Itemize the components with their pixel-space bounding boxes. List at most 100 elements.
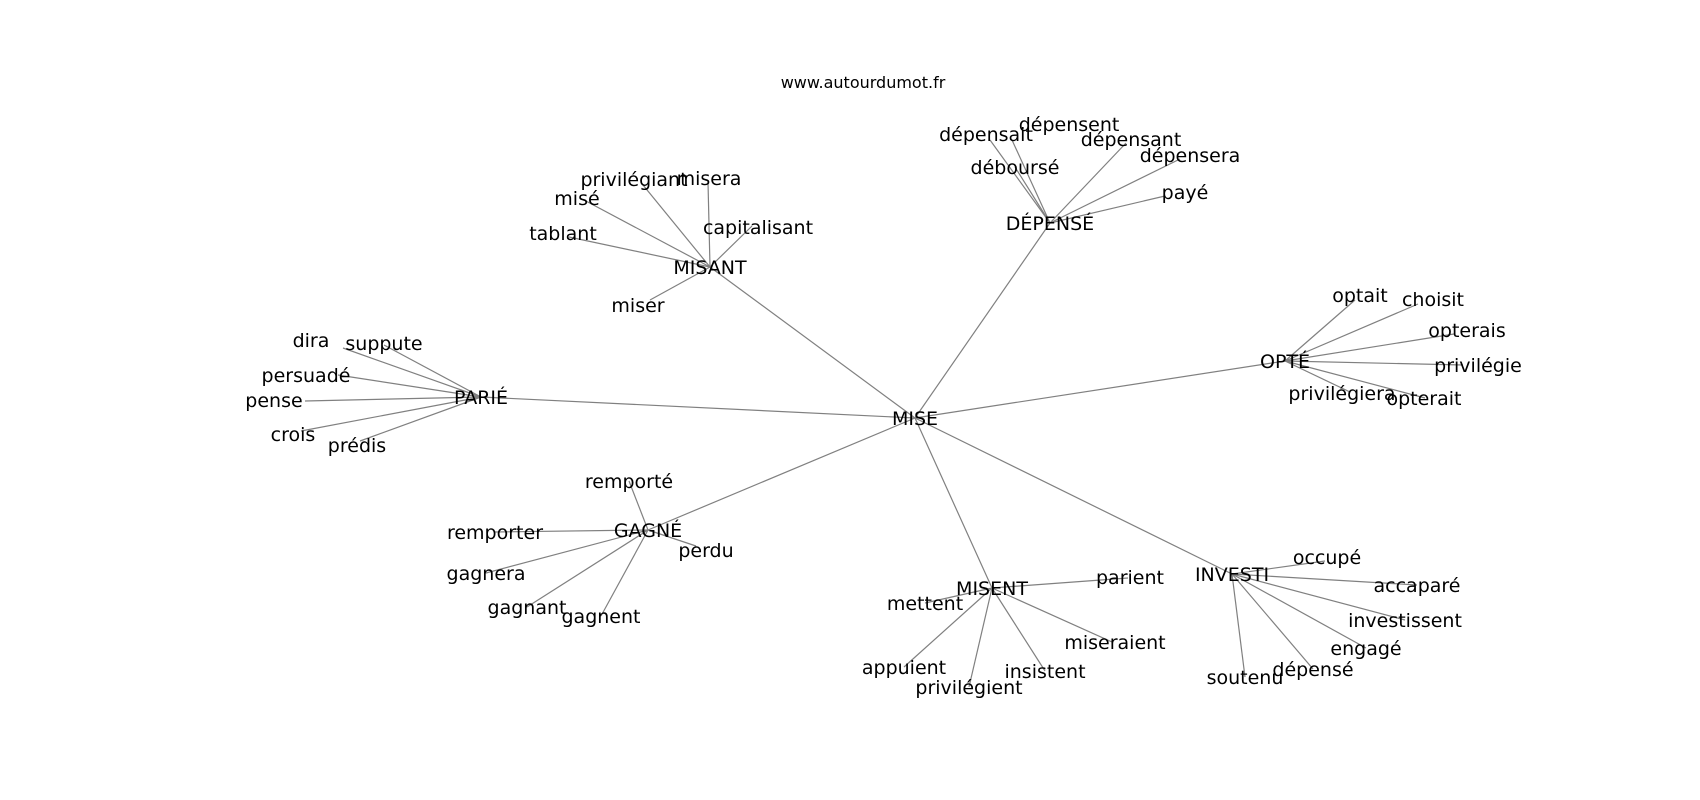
edge-2-0 xyxy=(1284,299,1356,362)
leaf-node-label: engagé xyxy=(1330,638,1401,660)
leaf-node-label: privilégiera xyxy=(1288,383,1395,405)
edge-6-0 xyxy=(1231,560,1326,575)
leaf-node-label: dira xyxy=(293,330,330,352)
leaf-node-label: privilégiant xyxy=(580,169,687,191)
leaf-node-label: dépensera xyxy=(1140,145,1241,167)
edge-5-5 xyxy=(968,587,993,688)
leaf-node-label: choisit xyxy=(1402,289,1464,311)
edge-6-1 xyxy=(1231,573,1418,586)
leaf-node-label: investissent xyxy=(1348,610,1462,632)
hub-node-label: INVESTI xyxy=(1195,564,1269,586)
edge-3-0 xyxy=(342,347,482,398)
leaf-node-label: remporté xyxy=(585,471,673,493)
root-node-label: MISE xyxy=(892,408,938,430)
leaf-node-label: pense xyxy=(245,390,302,412)
leaf-node-label: miseraient xyxy=(1064,632,1165,654)
hub-node-label: MISANT xyxy=(673,257,747,279)
leaf-node-label: dépensant xyxy=(1081,129,1182,151)
edge-3-1 xyxy=(383,344,482,398)
leaf-node-label: soutenu xyxy=(1207,667,1284,689)
leaf-node-label: crois xyxy=(271,424,316,446)
leaf-node-label: optait xyxy=(1332,285,1388,307)
edge-6-5 xyxy=(1231,573,1246,678)
edge-4-3 xyxy=(485,529,649,574)
edge-5-0 xyxy=(991,577,1129,589)
leaf-node-label: tablant xyxy=(529,223,597,245)
leaf-node-label: déboursé xyxy=(971,157,1060,179)
edge-2-4 xyxy=(1284,360,1351,393)
leaf-node-label: occupé xyxy=(1293,547,1361,569)
leaf-node-label: gagnent xyxy=(562,606,641,628)
edge-3-3 xyxy=(304,396,482,402)
edge-4-0 xyxy=(628,480,649,531)
leaf-node-label: mettent xyxy=(887,593,963,615)
hub-node-label: GAGNÉ xyxy=(614,519,682,542)
edge-3-4 xyxy=(300,396,482,432)
leaf-node-label: opterais xyxy=(1428,320,1505,342)
graph-edges xyxy=(300,139,1464,688)
edge-0-0 xyxy=(642,184,711,268)
leaf-node-label: capitalisant xyxy=(703,217,813,239)
site-watermark: www.autourdumot.fr xyxy=(781,73,946,92)
edge-1-1 xyxy=(989,139,1051,224)
edge-5-1 xyxy=(924,587,993,604)
edge-1-5 xyxy=(1049,195,1166,224)
leaf-node-label: dépensé xyxy=(1272,659,1353,681)
edge-root-3 xyxy=(480,396,916,419)
edge-2-3 xyxy=(1284,360,1464,366)
edge-3-2 xyxy=(337,374,482,398)
edge-root-2 xyxy=(914,360,1286,419)
edge-4-5 xyxy=(600,529,649,617)
leaf-node-label: payé xyxy=(1162,182,1209,204)
hub-node-label: PARIÉ xyxy=(454,386,508,409)
hub-node-label: MISENT xyxy=(956,578,1028,600)
edge-1-4 xyxy=(1014,166,1051,224)
leaf-node-label: perdu xyxy=(678,540,733,562)
leaf-node-label: misera xyxy=(677,168,742,190)
hub-node-label: OPTÉ xyxy=(1260,350,1310,373)
edge-5-2 xyxy=(991,587,1113,643)
edge-2-1 xyxy=(1284,303,1419,362)
edge-0-4 xyxy=(568,236,711,268)
edge-0-1 xyxy=(707,181,711,268)
edge-0-5 xyxy=(649,266,711,301)
edge-1-0 xyxy=(1011,139,1051,224)
edge-4-1 xyxy=(494,529,649,533)
leaf-node-label: accaparé xyxy=(1374,575,1461,597)
edge-1-2 xyxy=(1049,142,1127,224)
edge-root-5 xyxy=(914,417,993,589)
leaf-node-label: gagnera xyxy=(447,563,526,585)
edge-6-3 xyxy=(1231,573,1367,649)
leaf-node-label: dépensait xyxy=(939,124,1033,146)
leaf-node-label: privilégient xyxy=(915,677,1022,699)
edge-0-3 xyxy=(709,225,753,268)
leaf-node-label: misé xyxy=(554,188,599,210)
leaf-node-label: suppute xyxy=(345,333,422,355)
edge-6-4 xyxy=(1231,573,1314,670)
edge-6-2 xyxy=(1231,573,1406,621)
edge-3-5 xyxy=(359,396,482,442)
edge-2-2 xyxy=(1284,333,1455,362)
edge-root-0 xyxy=(709,266,916,419)
edge-5-3 xyxy=(903,587,993,668)
leaf-node-label: dépensent xyxy=(1019,114,1120,136)
edge-4-4 xyxy=(526,529,649,608)
leaf-node-label: opterait xyxy=(1386,388,1461,410)
leaf-node-label: remporter xyxy=(447,522,543,544)
leaf-node-label: gagnant xyxy=(488,597,567,619)
edge-5-4 xyxy=(991,587,1046,672)
edge-1-3 xyxy=(1049,158,1181,224)
leaf-node-label: parient xyxy=(1096,567,1164,589)
edge-root-1 xyxy=(914,222,1051,419)
leaf-node-label: privilégie xyxy=(1434,355,1522,377)
leaf-node-label: persuadé xyxy=(262,365,351,387)
leaf-node-label: appuient xyxy=(862,657,946,679)
edge-4-2 xyxy=(647,529,697,547)
leaf-node-label: insistent xyxy=(1004,661,1085,683)
edge-root-6 xyxy=(914,417,1233,575)
edge-2-5 xyxy=(1284,360,1426,399)
edge-0-2 xyxy=(583,199,711,268)
leaf-node-label: prédis xyxy=(328,435,386,457)
